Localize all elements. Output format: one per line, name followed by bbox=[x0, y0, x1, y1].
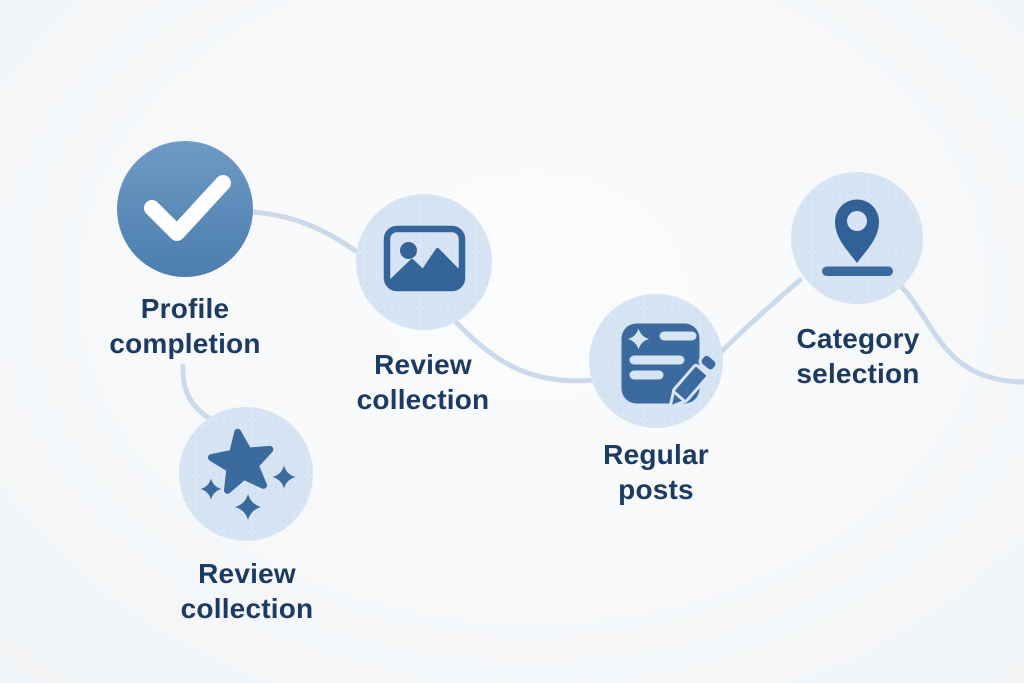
step-circle-category-selection bbox=[791, 172, 923, 304]
document-pencil-icon bbox=[621, 323, 719, 409]
connector-line bbox=[247, 209, 363, 257]
label-line: Review bbox=[198, 558, 296, 589]
checkmark-icon bbox=[144, 175, 231, 241]
connector-lines bbox=[180, 209, 1024, 423]
label-line: collection bbox=[356, 384, 490, 415]
step-circle-review-collection-photos bbox=[356, 194, 492, 330]
label-line: selection bbox=[796, 358, 920, 389]
connector-line bbox=[896, 281, 1024, 385]
step-label-profile-completion: Profile completion bbox=[75, 291, 295, 361]
step-circle bbox=[117, 141, 253, 277]
label-line: collection bbox=[180, 593, 314, 624]
step-circle-regular-posts bbox=[589, 294, 723, 428]
step-circle-profile-completion bbox=[117, 141, 253, 277]
step-label-regular-posts: Regular posts bbox=[546, 437, 766, 507]
label-line: posts bbox=[618, 474, 694, 505]
connector-line bbox=[180, 363, 215, 423]
label-line: Profile bbox=[140, 293, 230, 324]
location-pin-icon bbox=[822, 199, 893, 276]
sparkle-stars-icon bbox=[200, 428, 296, 520]
label-line: Category bbox=[796, 323, 920, 354]
connector-line bbox=[449, 315, 597, 384]
step-circle-review-collection-stars bbox=[179, 407, 313, 541]
circle-texture bbox=[356, 194, 492, 330]
label-line: Review bbox=[374, 349, 472, 380]
label-line: Regular bbox=[603, 439, 709, 470]
photo-icon bbox=[383, 225, 466, 292]
connector-line bbox=[716, 277, 803, 357]
label-line: completion bbox=[109, 328, 261, 359]
step-label-category-selection: Category selection bbox=[748, 321, 968, 391]
step-label-review-collection-stars: Review collection bbox=[137, 556, 357, 626]
step-label-review-collection-photos: Review collection bbox=[313, 347, 533, 417]
